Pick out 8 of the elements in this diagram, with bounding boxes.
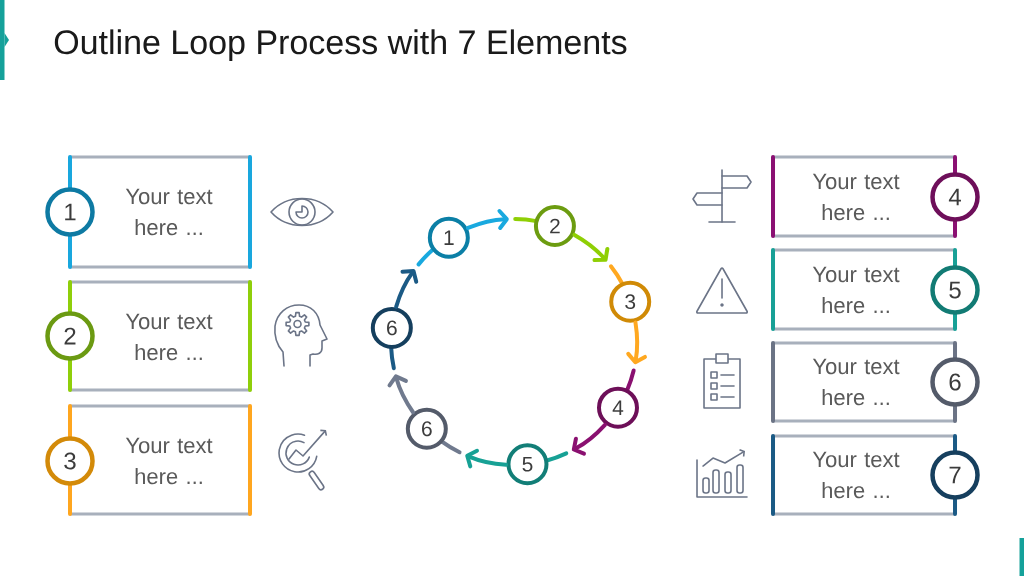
arrow <box>571 422 607 456</box>
arrow <box>394 269 419 309</box>
arrow <box>572 232 610 263</box>
arrow <box>387 374 416 415</box>
arrow <box>466 209 509 230</box>
arrow <box>626 320 647 365</box>
title: Outline Loop Process with 7 Elements <box>54 29 627 62</box>
arrow <box>465 448 508 469</box>
